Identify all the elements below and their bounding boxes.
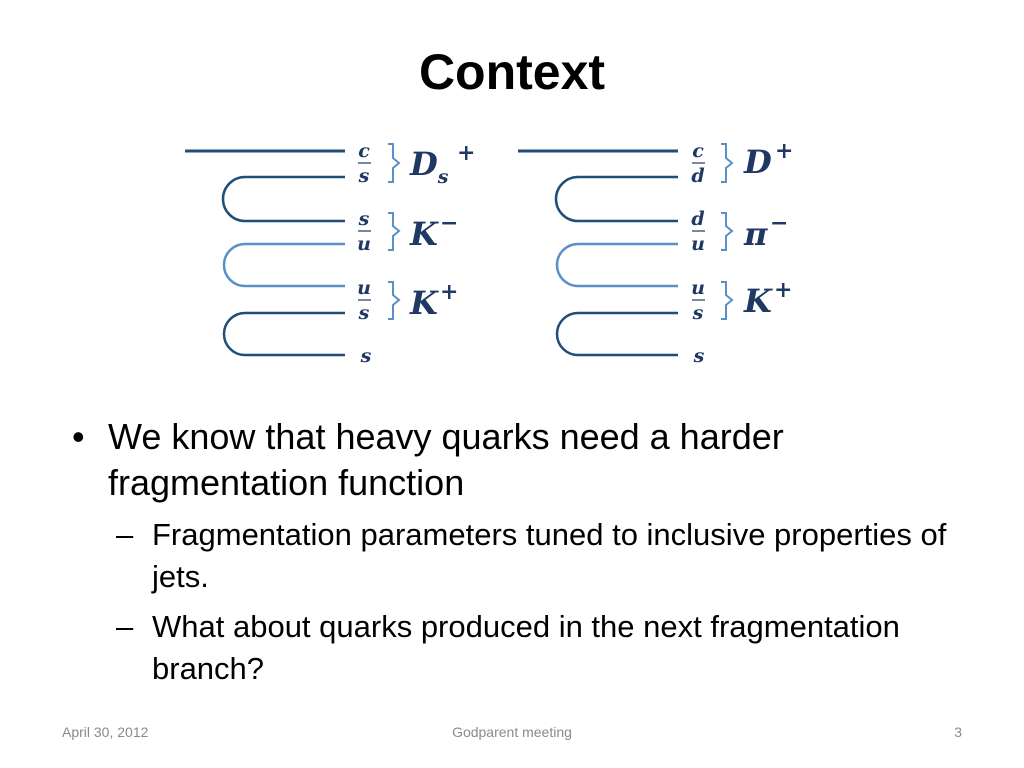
left-hadron-1-charge: + — [457, 140, 475, 166]
right-string-break-1 — [554, 175, 678, 223]
right-quark-2-bottom: u — [691, 233, 705, 255]
right-brace-1 — [721, 143, 734, 183]
bullet-item: • We know that heavy quarks need a harde… — [72, 414, 952, 506]
left-hadron-2: K — [409, 215, 439, 253]
sub-bullet-text: Fragmentation parameters tuned to inclus… — [152, 517, 947, 594]
left-hadron-3-charge: + — [440, 279, 458, 305]
footer-title: Godparent meeting — [452, 724, 572, 740]
left-quark-2-top: s — [358, 208, 370, 230]
left-hadron-1: Ds — [409, 145, 449, 188]
sub-bullet-item: – What about quarks produced in the next… — [72, 606, 952, 690]
right-string-break-2 — [555, 242, 678, 288]
right-quark-3-bottom: s — [692, 302, 704, 324]
sub-bullet-item: – Fragmentation parameters tuned to incl… — [72, 514, 952, 598]
right-hadron-3: K — [743, 282, 773, 320]
right-hadron-1-charge: + — [775, 138, 793, 164]
bullet-text: We know that heavy quarks need a harder … — [108, 416, 784, 503]
left-hadron-3: K — [409, 284, 439, 322]
bullet-list: • We know that heavy quarks need a harde… — [72, 414, 952, 690]
left-fragmentation-chain: c s Ds + s u K − u s K + s — [185, 140, 475, 367]
left-brace-2 — [388, 212, 401, 251]
right-brace-3 — [721, 281, 734, 320]
left-quark-1-top: c — [358, 140, 370, 162]
fragmentation-diagram: c s Ds + s u K − u s K + s c d D + d u — [185, 138, 793, 367]
sub-bullet-dash: – — [116, 517, 134, 552]
right-quark-1-top: c — [692, 140, 704, 162]
slide-number: 3 — [954, 724, 962, 740]
footer-date: April 30, 2012 — [62, 724, 149, 740]
right-hadron-2-charge: − — [770, 210, 788, 236]
right-hadron-3-charge: + — [774, 277, 792, 303]
left-quark-3-top: u — [357, 277, 371, 299]
right-fragmentation-chain: c d D + d u π − u s K + s — [518, 138, 793, 367]
sub-bullet-dash: – — [116, 609, 134, 644]
right-brace-2 — [721, 212, 734, 251]
left-quark-1-bottom: s — [358, 165, 370, 187]
left-quark-2-bottom: u — [357, 233, 371, 255]
slide-title: Context — [418, 44, 606, 100]
right-quark-2-top: d — [691, 208, 704, 230]
right-last-quark: s — [693, 345, 705, 367]
right-hadron-1: D — [743, 143, 772, 181]
bullet-dot: • — [72, 416, 85, 457]
right-quark-1-bottom: d — [691, 165, 704, 187]
right-hadron-2: π — [743, 215, 768, 253]
left-string-break-1 — [221, 175, 345, 223]
left-hadron-2-charge: − — [440, 210, 458, 236]
sub-bullet-text: What about quarks produced in the next f… — [152, 609, 900, 686]
left-last-quark: s — [360, 345, 372, 367]
left-quark-3-bottom: s — [358, 302, 370, 324]
left-string-break-3 — [222, 311, 345, 357]
left-brace-1 — [388, 143, 401, 183]
right-quark-3-top: u — [691, 277, 705, 299]
left-string-break-2 — [222, 242, 345, 288]
right-string-break-3 — [555, 311, 678, 357]
left-brace-3 — [388, 281, 401, 320]
